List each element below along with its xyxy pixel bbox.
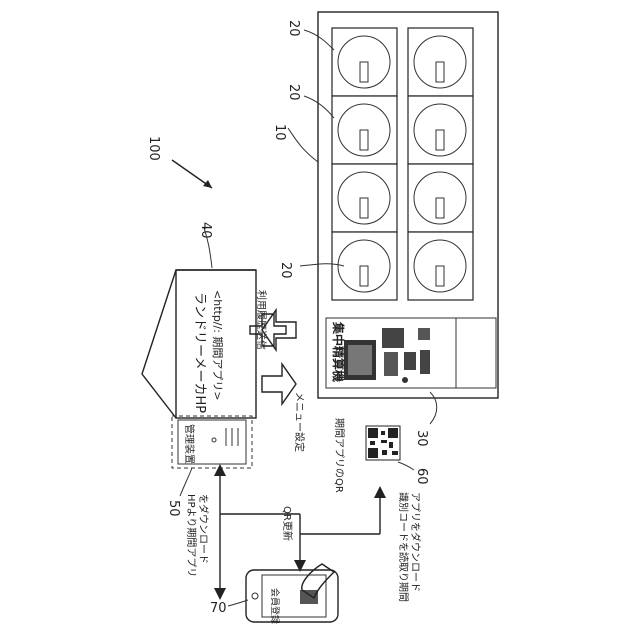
download-from-hp-line2: をダウンロード (197, 494, 210, 564)
store-leader (288, 128, 318, 162)
menu-setting-arrow (262, 364, 296, 404)
kiosk-ref-label: 30 (414, 430, 429, 447)
washer-ref-label: 20 (278, 262, 293, 279)
usage-history-label: 利用履歴送信 (255, 290, 268, 350)
store-ref-label: 10 (272, 124, 287, 141)
menu-setting-label: メニュー設定 (293, 392, 306, 452)
period-app-qr-label: 期間アプリのQR (333, 418, 345, 493)
system-arrow-head (203, 180, 212, 188)
period-app-qr-code (366, 426, 400, 460)
management-device-label: 管理装置 (183, 424, 196, 464)
system-ref-label: 100 (146, 136, 161, 161)
washer-ref-label: 20 (286, 20, 301, 37)
payment-kiosk (326, 318, 496, 388)
phone-app-label: 会員登録 (269, 588, 281, 624)
washer-column-left (332, 28, 397, 300)
management-ref-label: 50 (166, 500, 181, 517)
laundry-hp-url: <http//: 期間アプリ> (211, 290, 224, 401)
read-code-line1: 識別コードを読取り期間 (397, 492, 410, 602)
download-from-hp-line1: HPより期間アプリ (185, 494, 197, 577)
qr-ref-label: 60 (414, 468, 429, 485)
usage-history-arrow (262, 310, 296, 350)
smartphone (246, 564, 338, 622)
laundry-hp-title: ランドリーメーカHP (192, 292, 207, 413)
washer-ref-label: 20 (286, 84, 301, 101)
download-flow-arrows (214, 464, 386, 600)
qr-update-label: QR更新 (281, 506, 294, 541)
phone-app-button (300, 590, 318, 604)
manufacturer-ref-label: 40 (198, 222, 213, 239)
phone-ref-label: 70 (210, 601, 227, 616)
kiosk-title: 集中精算機 (331, 321, 346, 382)
read-code-line2: アプリをダウンロード (409, 492, 422, 592)
washer-column-right (408, 28, 473, 300)
